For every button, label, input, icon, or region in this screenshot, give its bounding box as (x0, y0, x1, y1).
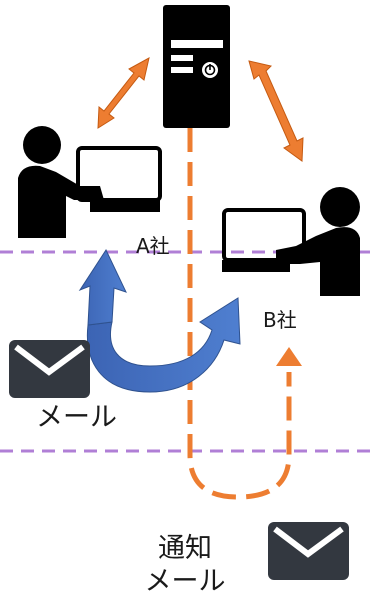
notification-arrowhead (276, 347, 302, 366)
double-arrow-icon (248, 60, 304, 162)
curved-arrow-icon (78, 248, 241, 393)
notification-label-line2: メール (144, 566, 226, 597)
notification-label-line1: 通知 (158, 533, 212, 564)
mail-label: メール (36, 402, 117, 433)
person-with-laptop-icon (18, 126, 162, 238)
company-b-label: B社 (263, 308, 297, 332)
server-icon (163, 5, 230, 128)
double-arrow-icon (97, 57, 150, 129)
envelope-icon (268, 522, 349, 580)
envelope-icon (9, 340, 90, 398)
notification-path-dashed (187, 128, 292, 500)
company-a-label: A社 (136, 234, 170, 258)
person-with-laptop-icon (222, 187, 360, 296)
